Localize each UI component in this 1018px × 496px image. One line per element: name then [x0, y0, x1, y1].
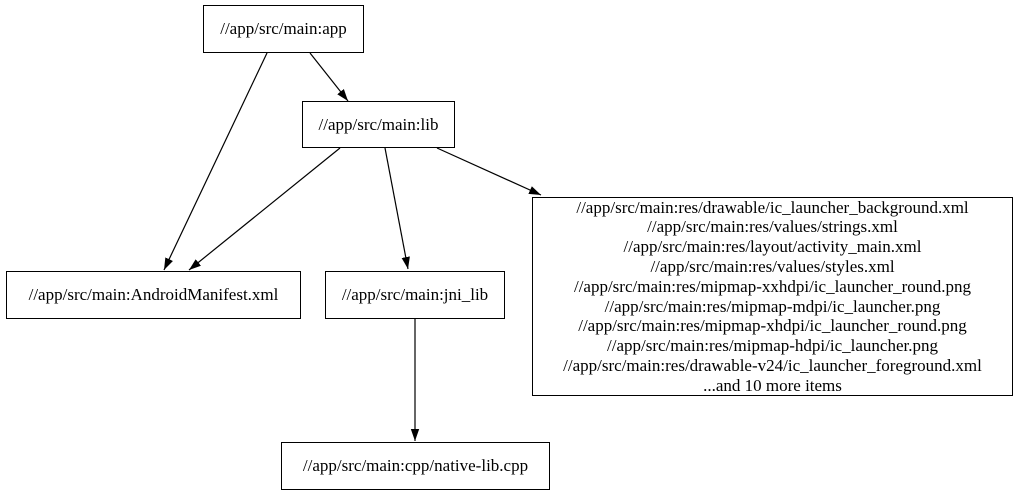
- res-file-line: //app/src/main:res/values/styles.xml: [650, 256, 895, 276]
- node-lib: //app/src/main:lib: [302, 101, 455, 148]
- res-file-line: //app/src/main:res/drawable-v24/ic_launc…: [563, 355, 982, 375]
- res-file-line: //app/src/main:res/mipmap-mdpi/ic_launch…: [604, 296, 941, 316]
- node-native-lib-cpp: //app/src/main:cpp/native-lib.cpp: [281, 442, 550, 490]
- edge-lib-to-jni-lib: [384, 147, 410, 270]
- res-file-line: //app/src/main:res/drawable/ic_launcher_…: [576, 197, 969, 217]
- res-file-line: //app/src/main:res/values/strings.xml: [647, 217, 898, 237]
- edge-app-to-lib: [309, 52, 349, 102]
- node-app: //app/src/main:app: [203, 5, 364, 53]
- node-androidmanifest: //app/src/main:AndroidManifest.xml: [6, 271, 301, 319]
- edge-lib-to-androidmanifest: [188, 147, 341, 271]
- res-file-line: //app/src/main:res/mipmap-hdpi/ic_launch…: [607, 336, 938, 356]
- node-res-group: //app/src/main:res/drawable/ic_launcher_…: [532, 197, 1013, 396]
- node-lib-label: //app/src/main:lib: [318, 114, 439, 134]
- res-file-line: //app/src/main:res/layout/activity_main.…: [623, 237, 922, 257]
- node-native-lib-cpp-label: //app/src/main:cpp/native-lib.cpp: [302, 456, 529, 475]
- node-app-label: //app/src/main:app: [220, 19, 347, 38]
- edge-lib-to-res-group: [436, 147, 542, 196]
- edge-app-to-androidmanifest: [163, 52, 268, 271]
- node-jni-lib: //app/src/main:jni_lib: [325, 271, 505, 319]
- node-jni-lib-label: //app/src/main:jni_lib: [341, 285, 489, 304]
- node-androidmanifest-label: //app/src/main:AndroidManifest.xml: [28, 285, 279, 304]
- res-file-line: //app/src/main:res/mipmap-xhdpi/ic_launc…: [578, 316, 967, 336]
- res-file-line: //app/src/main:res/mipmap-xxhdpi/ic_laun…: [573, 276, 972, 296]
- res-file-line: ...and 10 more items: [703, 375, 842, 395]
